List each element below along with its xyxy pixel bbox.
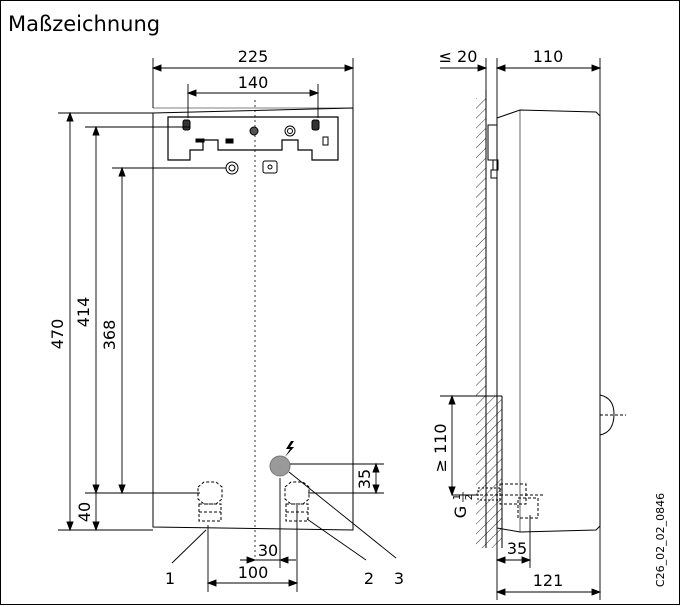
- wall-hatching-lower: [476, 396, 502, 548]
- drawing-code: C26_02_02_0846: [654, 493, 667, 587]
- side-connection: [470, 483, 545, 519]
- side-dimensions: [440, 58, 602, 600]
- dim-470: 470: [48, 319, 67, 350]
- dim-414: 414: [74, 297, 93, 328]
- dim-35-front: 35: [355, 469, 374, 489]
- side-knob: [599, 394, 615, 436]
- thread-fraction-denominator: 2: [464, 494, 475, 500]
- housing-side-outline: [496, 109, 601, 533]
- dim-368: 368: [100, 320, 119, 351]
- connection-1-cold-water: [197, 481, 223, 522]
- cable-entry-3: [269, 455, 291, 477]
- dim-121: 121: [533, 571, 564, 590]
- housing-outline: [152, 107, 354, 531]
- dim-140: 140: [238, 73, 269, 92]
- dim-100: 100: [238, 563, 269, 582]
- mounting-bracket: [167, 116, 339, 175]
- thread-label: G 1 2: [451, 492, 475, 518]
- dim-40: 40: [75, 502, 94, 522]
- thread-g: G: [451, 506, 470, 518]
- dim-225: 225: [238, 47, 269, 66]
- dim-35-side: 35: [507, 539, 527, 558]
- lightning-icon: [285, 441, 294, 457]
- front-dimensions: [58, 58, 397, 592]
- drawing-title: Maßzeichnung: [8, 12, 161, 36]
- wall-hatching-upper: [476, 98, 486, 396]
- side-view: [440, 90, 626, 548]
- front-view: [152, 100, 354, 560]
- dim-30: 30: [258, 541, 278, 560]
- thread-fraction-numerator: 1: [452, 494, 463, 500]
- dim-110-depth: 110: [533, 47, 564, 66]
- callout-1: 1: [165, 569, 175, 588]
- callout-3: 3: [394, 569, 404, 588]
- dim-wall-gap: ≤ 20: [439, 47, 478, 66]
- dim-clearance-110: ≥ 110: [431, 423, 450, 472]
- callout-2: 2: [364, 569, 374, 588]
